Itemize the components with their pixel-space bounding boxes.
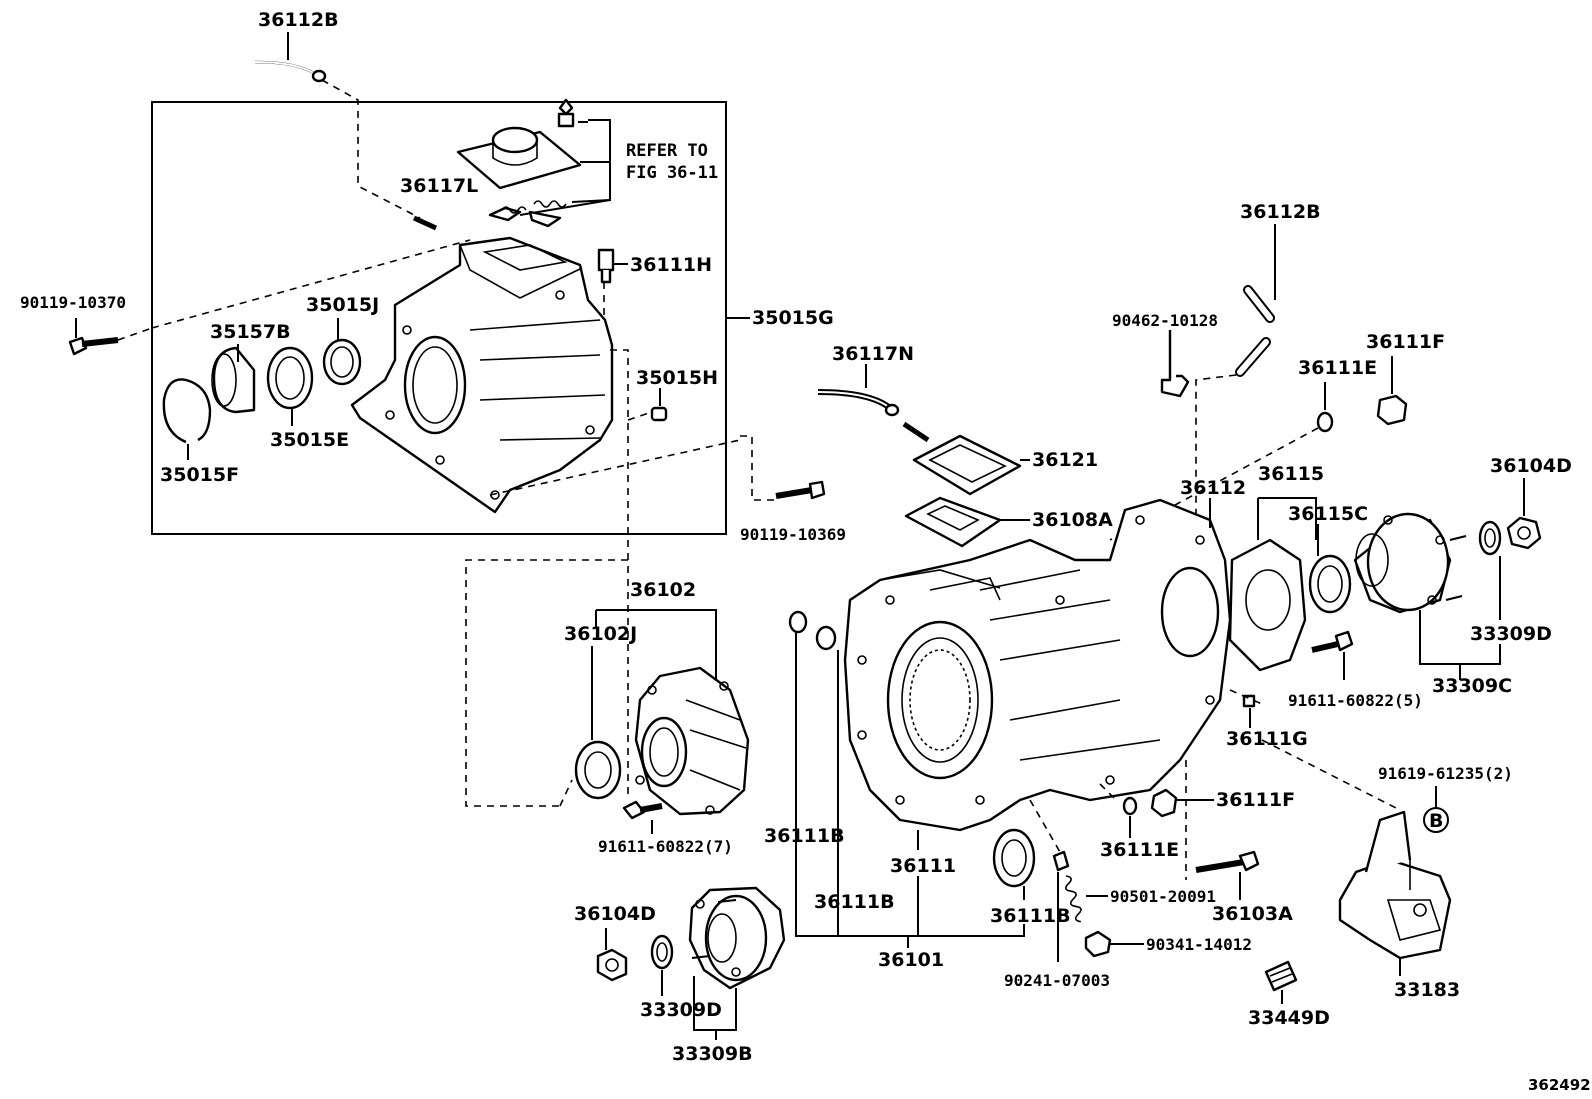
- label-36111B-a: 36111B: [764, 825, 845, 847]
- label-35015J: 35015J: [306, 294, 379, 316]
- label-36102J: 36102J: [564, 623, 637, 645]
- label-36101: 36101: [878, 949, 944, 971]
- part-bolt-91611-60822-7: [622, 800, 663, 834]
- label-33309B: 33309B: [672, 1043, 753, 1065]
- part-front-cover-36102: [634, 666, 750, 816]
- label-36103A: 36103A: [1212, 903, 1293, 925]
- label-90241-07003: 90241-07003: [1004, 971, 1110, 990]
- label-35015G: 35015G: [752, 307, 834, 329]
- refer-note-line2: FIG 36-11: [626, 163, 718, 183]
- label-33183: 33183: [1394, 979, 1460, 1001]
- part-rear-cover-36115: [1228, 497, 1317, 672]
- part-seal-36111B-front: [788, 610, 839, 880]
- part-bolt-90119-10369: [775, 480, 826, 500]
- label-36111: 36111: [890, 855, 956, 877]
- label-33309D-left: 33309D: [640, 999, 722, 1021]
- callout-circle-B: [1423, 807, 1449, 833]
- part-plug-36111F-top: [1376, 356, 1408, 426]
- label-90462-10128: 90462-10128: [1112, 311, 1218, 330]
- part-pin-90241-07003: [1029, 799, 1070, 962]
- label-91611-60822-5: 91611-60822(5): [1288, 691, 1423, 710]
- label-36104D-right: 36104D: [1490, 455, 1572, 477]
- part-cover-plate-refer: [456, 98, 611, 216]
- label-36117L: 36117L: [400, 175, 478, 197]
- callout-letter-B: B: [1429, 810, 1443, 832]
- part-mount-33183: [1338, 810, 1452, 976]
- part-pin-35015H: [650, 388, 668, 422]
- catalog-id: 362492: [1528, 1076, 1591, 1094]
- part-washer-36111E-bottom: [1099, 783, 1138, 838]
- label-36111F-bottom: 36111F: [1216, 789, 1295, 811]
- part-bearing-36115C: [1308, 524, 1352, 614]
- part-seal-33449D: [1264, 960, 1298, 1004]
- label-36115C: 36115C: [1288, 503, 1368, 525]
- label-36108A: 36108A: [1032, 509, 1113, 531]
- label-36111H: 36111H: [630, 254, 712, 276]
- label-90119-10370: 90119-10370: [20, 293, 126, 312]
- part-clamp-90462-10128: [1160, 330, 1190, 398]
- label-36112B-right: 36112B: [1240, 201, 1321, 223]
- label-36121: 36121: [1032, 449, 1098, 471]
- label-90119-10369: 90119-10369: [740, 525, 846, 544]
- part-hose-36117N: [817, 364, 930, 443]
- part-plug-36111H: [597, 248, 628, 318]
- part-bearing-35015E: [266, 346, 314, 410]
- part-bolt-90119-10370: [68, 239, 471, 356]
- label-33309C: 33309C: [1432, 675, 1512, 697]
- part-snap-ring-35015F: [162, 378, 212, 444]
- part-companion-flange-left: [688, 886, 786, 990]
- label-91611-60822-7: 91611-60822(7): [598, 837, 733, 856]
- label-36111F-top: 36111F: [1366, 331, 1445, 353]
- part-nut-36104D-left: [596, 948, 628, 982]
- part-gasket-36108A: [904, 496, 1030, 548]
- part-breather-hose-right: [1195, 285, 1275, 560]
- part-nut-36104D-right: [1506, 478, 1542, 550]
- label-36104D-left: 36104D: [574, 903, 656, 925]
- part-spacer-35157B: [211, 346, 256, 414]
- label-36111E-bottom: 36111E: [1100, 839, 1179, 861]
- label-36115: 36115: [1258, 463, 1324, 485]
- part-plug-36111G: [1229, 689, 1263, 728]
- label-36117N: 36117N: [832, 343, 914, 365]
- label-36102: 36102: [630, 579, 696, 601]
- part-seal-35015J: [322, 338, 362, 386]
- part-cover-36121: [912, 434, 1030, 496]
- label-35015E: 35015E: [270, 429, 349, 451]
- label-36111E-top: 36111E: [1298, 357, 1377, 379]
- label-35015F: 35015F: [160, 464, 239, 486]
- label-35157B: 35157B: [210, 321, 291, 343]
- part-extension-housing: [350, 236, 614, 514]
- part-seal-33309D-right: [1478, 520, 1502, 620]
- part-breather-hose-top: [254, 60, 421, 219]
- label-33449D: 33449D: [1248, 1007, 1330, 1029]
- label-90341-14012: 90341-14012: [1146, 935, 1252, 954]
- part-seal-36111B-bottom: [992, 828, 1036, 900]
- part-companion-flange-right: [1353, 512, 1467, 614]
- label-35015H: 35015H: [636, 367, 718, 389]
- part-bolt-36103A: [1195, 850, 1260, 900]
- label-36112B-top: 36112B: [258, 9, 339, 31]
- refer-note-line1: REFER TO: [626, 141, 708, 161]
- label-36112: 36112: [1180, 477, 1246, 499]
- part-seal-36102J: [574, 740, 622, 800]
- part-spring-90501-20091: [1065, 875, 1108, 923]
- label-36111B-b: 36111B: [814, 891, 895, 913]
- label-36111G: 36111G: [1226, 728, 1308, 750]
- label-33309D-right: 33309D: [1470, 623, 1552, 645]
- label-90501-20091: 90501-20091: [1110, 887, 1216, 906]
- part-seal-33309D-left: [650, 934, 674, 996]
- label-91619-61235-2: 91619-61235(2): [1378, 764, 1513, 783]
- part-plug-90341-14012: [1084, 930, 1144, 958]
- label-36111B-c: 36111B: [990, 905, 1071, 927]
- part-transfer-case-36111: [843, 498, 1232, 832]
- part-shift-springs: [488, 200, 567, 228]
- part-plug-36111F-bottom: [1150, 788, 1214, 818]
- part-bolt-91611-60822-5: [1311, 630, 1354, 680]
